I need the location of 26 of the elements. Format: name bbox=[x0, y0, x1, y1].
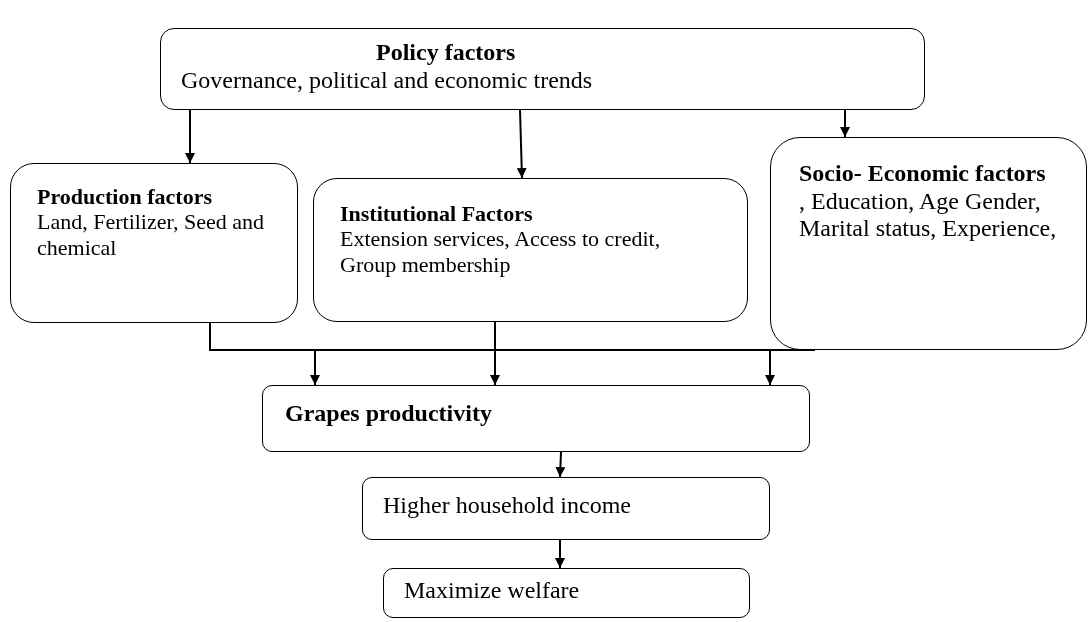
box-text: Land, Fertilizer, Seed and chemical bbox=[37, 209, 265, 260]
arrow bbox=[555, 451, 566, 478]
arrow bbox=[840, 109, 850, 138]
arrow bbox=[555, 539, 565, 569]
arrow bbox=[516, 109, 527, 179]
box-heading: Socio- Economic factors bbox=[799, 160, 1047, 188]
box-heading: Production factors bbox=[37, 184, 213, 210]
process-box bbox=[383, 568, 750, 618]
process-box bbox=[10, 163, 298, 323]
box-text: Governance, political and economic trends bbox=[181, 66, 594, 95]
box-heading: Policy factors bbox=[375, 39, 517, 67]
process-box bbox=[770, 137, 1087, 350]
box-text: Extension services, Access to credit, Group membership bbox=[340, 226, 662, 277]
arrow bbox=[765, 349, 775, 386]
box-text: Grapes productivity bbox=[285, 400, 493, 428]
box-text: Maximize welfare bbox=[404, 577, 581, 605]
arrow bbox=[209, 322, 320, 386]
arrow bbox=[490, 321, 500, 386]
box-text: , Education, Age Gender, Marital status, Experience, bbox=[799, 187, 1058, 243]
process-box bbox=[313, 178, 748, 322]
box-text: Higher household income bbox=[383, 492, 632, 520]
process-box bbox=[262, 385, 810, 452]
box-heading: Institutional Factors bbox=[340, 201, 534, 227]
process-box bbox=[160, 28, 925, 110]
process-box bbox=[362, 477, 770, 540]
arrow bbox=[185, 109, 195, 164]
